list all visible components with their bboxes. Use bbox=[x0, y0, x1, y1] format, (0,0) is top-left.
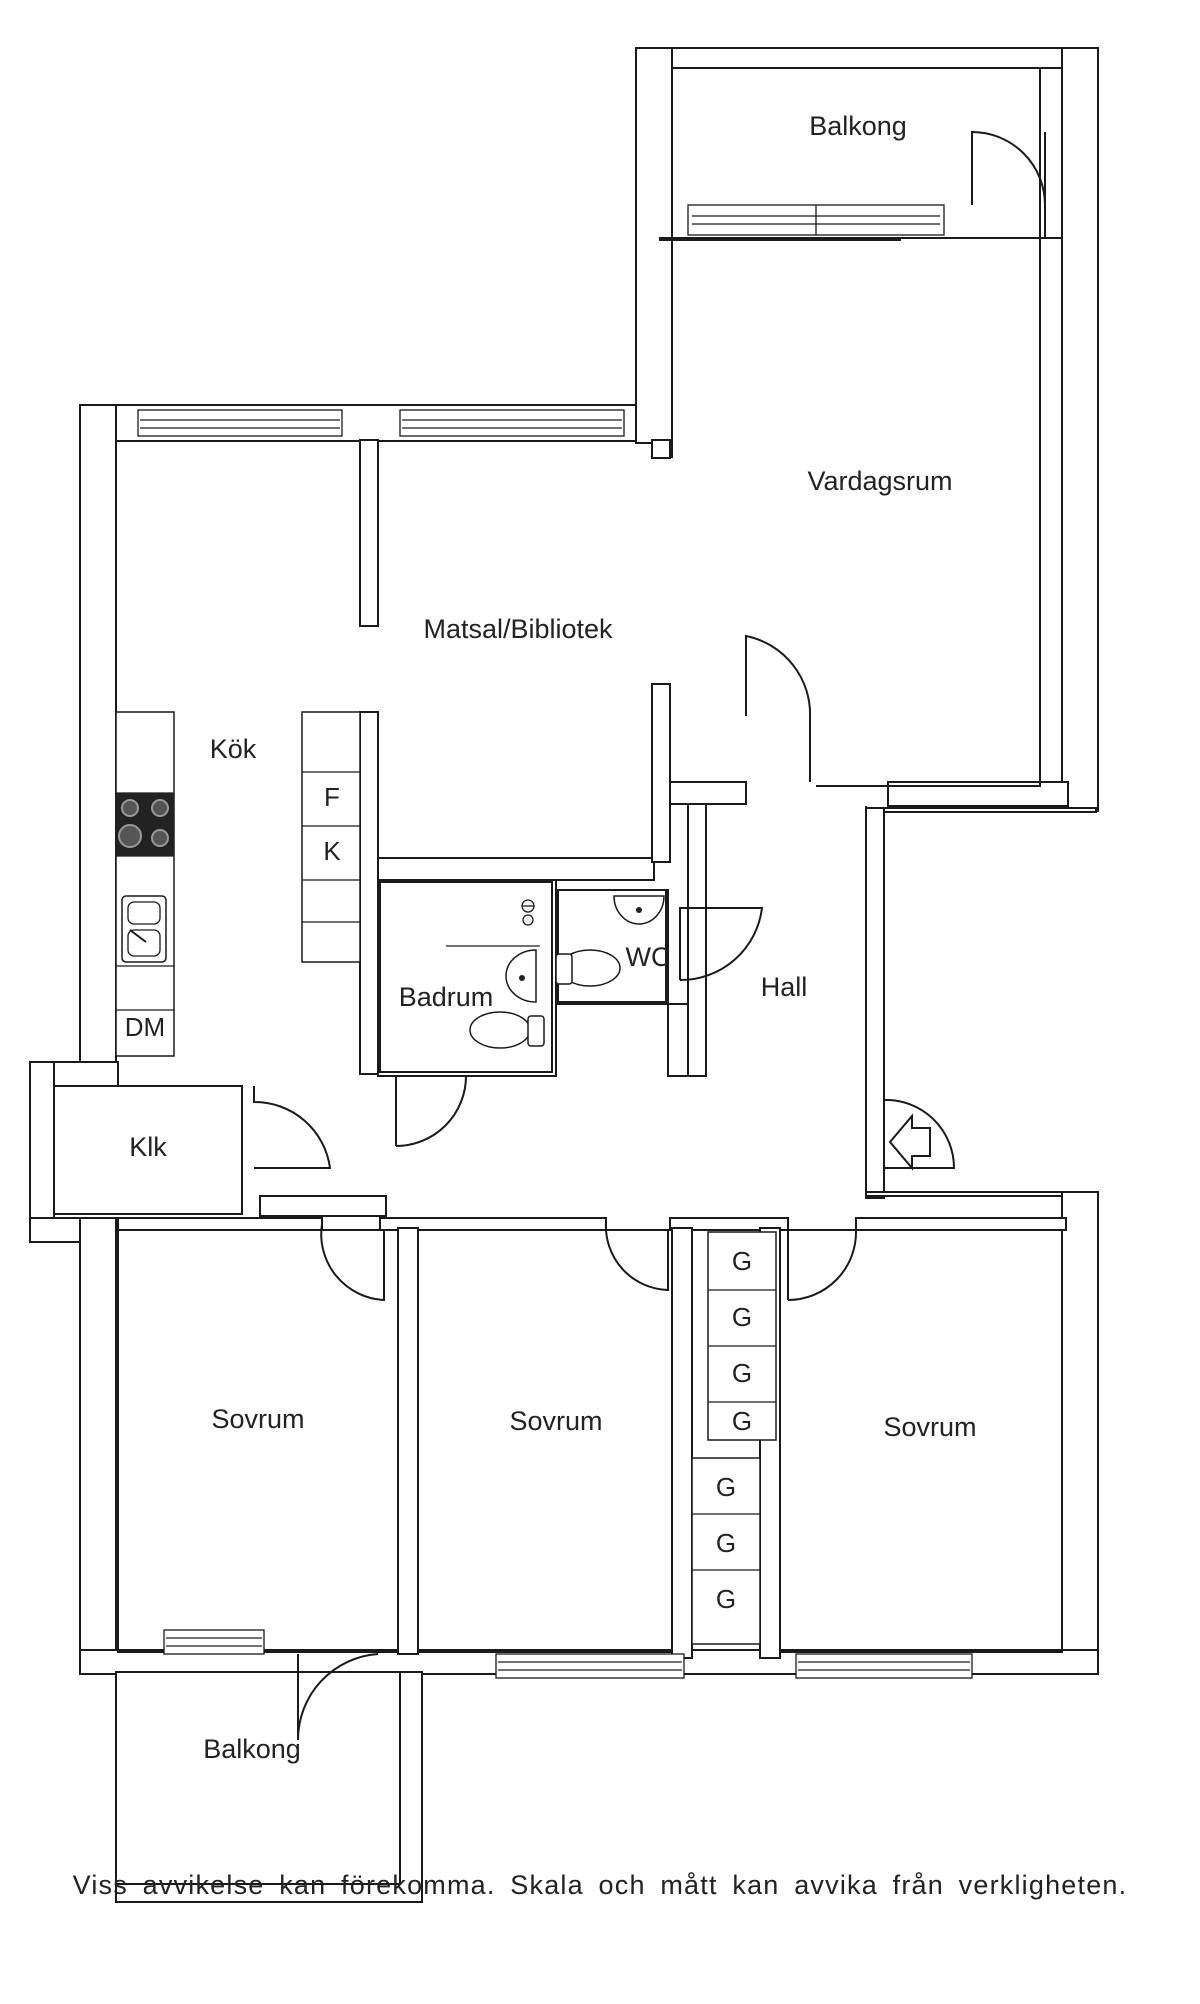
room-label-sovrum-3: Sovrum bbox=[883, 1412, 976, 1442]
label-wardrobe: G bbox=[732, 1406, 752, 1436]
sink-icon bbox=[121, 895, 167, 963]
label-freezer: K bbox=[323, 836, 341, 866]
room-label-sovrum-2: Sovrum bbox=[509, 1406, 602, 1436]
wardrobes-lower bbox=[691, 1457, 761, 1645]
door-swing-icon bbox=[604, 1221, 669, 1292]
door-swing-icon bbox=[971, 130, 1046, 206]
toilet-icon bbox=[469, 1011, 545, 1049]
room-label-sovrum-1: Sovrum bbox=[211, 1404, 304, 1434]
room-label-kok: Kök bbox=[210, 734, 257, 764]
fridge-freezer-block bbox=[301, 711, 361, 963]
washbasin-icon bbox=[505, 949, 537, 1003]
balcony-bottom bbox=[115, 1629, 423, 1903]
wardrobes-upper bbox=[707, 1231, 777, 1441]
door-swing-icon bbox=[745, 634, 812, 782]
label-wardrobe: G bbox=[716, 1528, 736, 1558]
windows-top bbox=[137, 409, 625, 437]
washbasin-icon bbox=[613, 895, 665, 925]
interior-walls bbox=[117, 439, 1069, 1659]
stove-icon bbox=[116, 793, 174, 856]
room-label-vardagsrum: Vardagsrum bbox=[807, 466, 952, 496]
room-label-balkong-bottom: Balkong bbox=[203, 1734, 301, 1764]
door-swing-icon bbox=[320, 1223, 385, 1302]
room-label-balkong-top: Balkong bbox=[809, 111, 907, 141]
door-swing-icon bbox=[883, 1098, 956, 1169]
door-swing-icon bbox=[253, 1086, 332, 1169]
room-label-matsal: Matsal/Bibliotek bbox=[423, 614, 613, 644]
door-swing-icon bbox=[296, 1653, 379, 1741]
room-label-klk: Klk bbox=[129, 1132, 167, 1162]
toilet-icon bbox=[555, 949, 621, 987]
label-wardrobe: G bbox=[716, 1472, 736, 1502]
balcony-top bbox=[671, 47, 1063, 239]
exterior-walls bbox=[29, 47, 1099, 1675]
room-label-badrum: Badrum bbox=[399, 982, 494, 1012]
entrance-arrow-icon bbox=[888, 1113, 931, 1171]
room-label-hall: Hall bbox=[761, 972, 808, 1002]
shower-icon bbox=[521, 899, 535, 926]
disclaimer-text: Viss avvikelse kan förekomma. Skala och … bbox=[72, 1870, 1128, 1900]
kitchen-counter bbox=[115, 711, 175, 1057]
door-swing-icon bbox=[395, 1075, 468, 1147]
doors bbox=[253, 634, 956, 1302]
label-wardrobe: G bbox=[732, 1358, 752, 1388]
windows-bottom bbox=[495, 1653, 973, 1679]
label-wardrobe: G bbox=[716, 1584, 736, 1614]
bathroom-fixtures bbox=[446, 899, 545, 1049]
door-swing-icon bbox=[679, 907, 764, 982]
room-outlines bbox=[53, 237, 1063, 1653]
wc-fixtures bbox=[555, 895, 665, 987]
label-wardrobe: G bbox=[732, 1302, 752, 1332]
label-fridge: F bbox=[324, 782, 340, 812]
door-swing-icon bbox=[787, 1229, 858, 1301]
label-dishwasher: DM bbox=[125, 1012, 165, 1042]
room-label-wc: WC bbox=[626, 942, 671, 972]
label-wardrobe: G bbox=[732, 1246, 752, 1276]
